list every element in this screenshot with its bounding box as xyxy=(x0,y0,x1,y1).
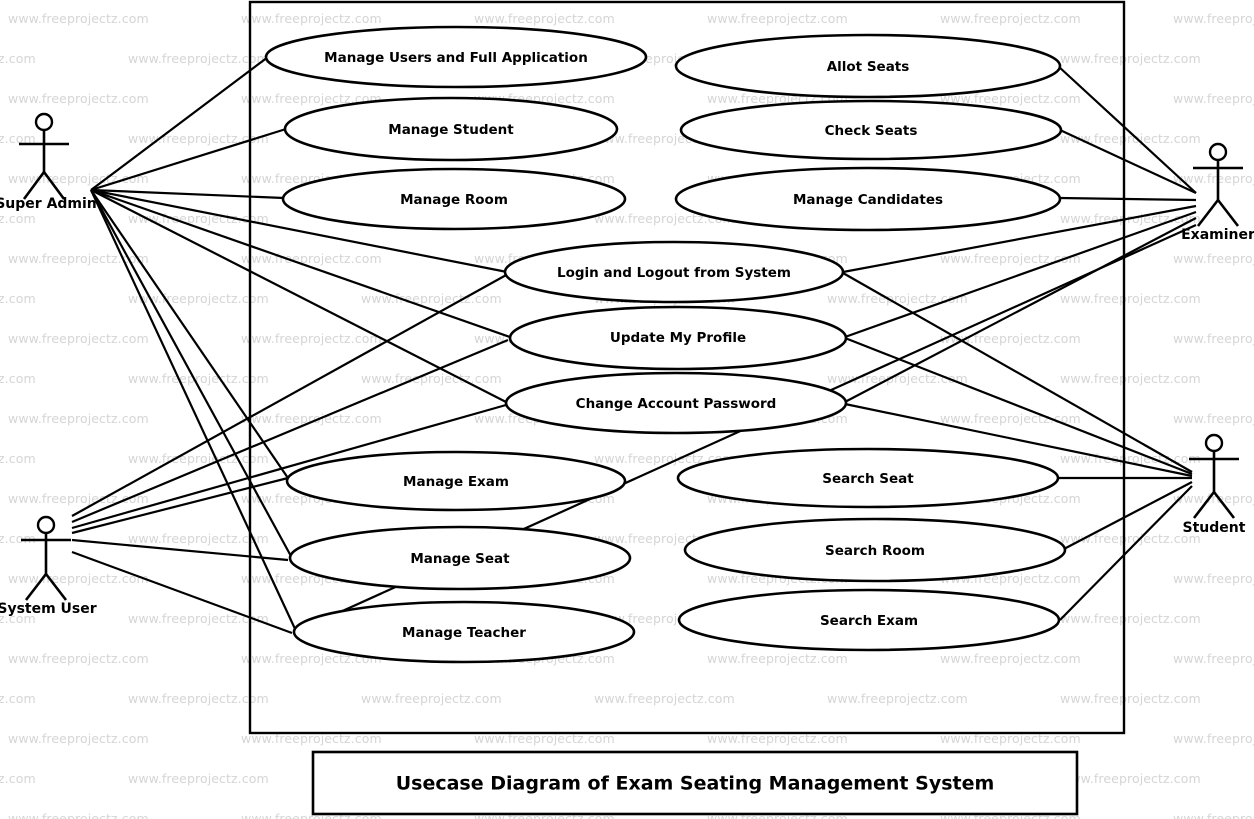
actor-leg-left xyxy=(22,171,46,200)
assoc-examiner-login-logout xyxy=(842,204,1197,274)
assoc-system-user-update-profile xyxy=(71,338,509,524)
title-box-rect xyxy=(311,750,1079,816)
assoc-super-admin-manage-student xyxy=(90,127,287,192)
assoc-student-change-password xyxy=(844,402,1193,478)
assoc-student-update-profile xyxy=(844,336,1193,476)
assoc-examiner-update-profile xyxy=(844,210,1197,339)
usecase-label: Check Seats xyxy=(825,123,918,139)
assoc-examiner-allot-seats xyxy=(1057,65,1197,194)
usecase-label: Change Account Password xyxy=(576,396,777,412)
actor-system-user[interactable]: System User xyxy=(0,515,97,617)
actor-leg-left xyxy=(24,573,48,601)
diagram-title-box: Usecase Diagram of Exam Seating Manageme… xyxy=(311,750,1079,816)
assoc-super-admin-login-logout xyxy=(90,188,508,274)
actor-super-admin[interactable]: Super Admin xyxy=(0,112,97,212)
usecase-manage-exam[interactable]: Manage Exam xyxy=(285,450,627,512)
actor-label: Examiner xyxy=(1181,227,1254,243)
usecase-search-seat[interactable]: Search Seat xyxy=(676,447,1060,509)
assoc-system-user-login-logout xyxy=(71,273,509,517)
assoc-super-admin-manage-room xyxy=(90,188,285,200)
actor-leg-left xyxy=(1196,199,1220,227)
assoc-system-user-manage-teacher xyxy=(71,550,293,635)
usecase-manage-room[interactable]: Manage Room xyxy=(281,167,627,231)
assoc-student-login-logout xyxy=(842,272,1193,473)
usecase-label: Manage Candidates xyxy=(793,192,943,208)
actor-label: System User xyxy=(0,601,97,617)
usecase-login-and-logout-from-system[interactable]: Login and Logout from System xyxy=(503,240,845,304)
usecase-manage-teacher[interactable]: Manage Teacher xyxy=(292,600,636,664)
usecase-change-account-password[interactable]: Change Account Password xyxy=(504,371,848,435)
actor-label: Student xyxy=(1183,520,1246,536)
usecase-label: Manage Users and Full Application xyxy=(324,50,588,66)
usecase-manage-student[interactable]: Manage Student xyxy=(283,96,619,162)
actor-leg-right xyxy=(1212,491,1236,519)
usecase-label: Manage Room xyxy=(400,192,508,208)
assoc-student-search-exam xyxy=(1059,485,1193,621)
actor-head-icon xyxy=(36,515,56,535)
assoc-super-admin-manage-exam xyxy=(90,189,291,482)
actor-leg-right xyxy=(1216,199,1240,227)
actor-head-icon xyxy=(1204,433,1224,453)
actor-head-icon xyxy=(34,112,54,132)
assoc-examiner-check-seats xyxy=(1059,129,1197,194)
actor-leg-left xyxy=(1192,491,1216,519)
association-lines xyxy=(71,56,1197,635)
assoc-student-search-room xyxy=(1061,481,1193,551)
usecase-label: Search Exam xyxy=(820,613,918,629)
usecase-search-exam[interactable]: Search Exam xyxy=(677,588,1061,652)
system-boundary xyxy=(248,0,1126,735)
assoc-system-user-change-password xyxy=(71,403,507,530)
actor-student[interactable]: Student xyxy=(1183,433,1246,536)
usecase-update-my-profile[interactable]: Update My Profile xyxy=(508,305,848,371)
usecase-check-seats[interactable]: Check Seats xyxy=(679,99,1063,161)
diagram-title: Usecase Diagram of Exam Seating Manageme… xyxy=(396,773,995,795)
usecase-label: Manage Seat xyxy=(410,551,510,567)
usecase-search-room[interactable]: Search Room xyxy=(683,517,1067,583)
usecase-label: Update My Profile xyxy=(610,330,746,346)
usecase-manage-seat[interactable]: Manage Seat xyxy=(288,525,632,591)
assoc-examiner-change-password xyxy=(842,217,1197,404)
assoc-super-admin-manage-seat xyxy=(90,189,293,559)
usecase-label: Search Seat xyxy=(822,471,914,487)
usecase-label: Allot Seats xyxy=(827,59,910,75)
assoc-system-user-manage-exam xyxy=(71,476,289,535)
usecase-label: Search Room xyxy=(825,543,925,559)
usecase-manage-users-and-full-application[interactable]: Manage Users and Full Application xyxy=(264,25,648,89)
actor-leg-right xyxy=(42,171,66,200)
assoc-super-admin-manage-teacher xyxy=(90,189,297,632)
assoc-super-admin-change-password xyxy=(90,189,509,404)
usecase-label: Manage Exam xyxy=(403,474,509,490)
actor-head-icon xyxy=(1208,142,1228,162)
actor-examiner[interactable]: Examiner xyxy=(1181,142,1254,243)
usecase-allot-seats[interactable]: Allot Seats xyxy=(674,33,1062,99)
assoc-system-user-manage-seat xyxy=(71,538,289,562)
usecase-manage-candidates[interactable]: Manage Candidates xyxy=(674,166,1062,232)
assoc-super-admin-manage-users xyxy=(90,56,269,191)
actor-leg-right xyxy=(44,573,68,601)
usecase-label: Manage Student xyxy=(388,122,514,138)
usecase-label: Login and Logout from System xyxy=(557,265,791,281)
actor-label: Super Admin xyxy=(0,196,97,212)
usecase-label: Manage Teacher xyxy=(402,625,526,641)
assoc-examiner-manage-candidates xyxy=(1059,196,1197,202)
